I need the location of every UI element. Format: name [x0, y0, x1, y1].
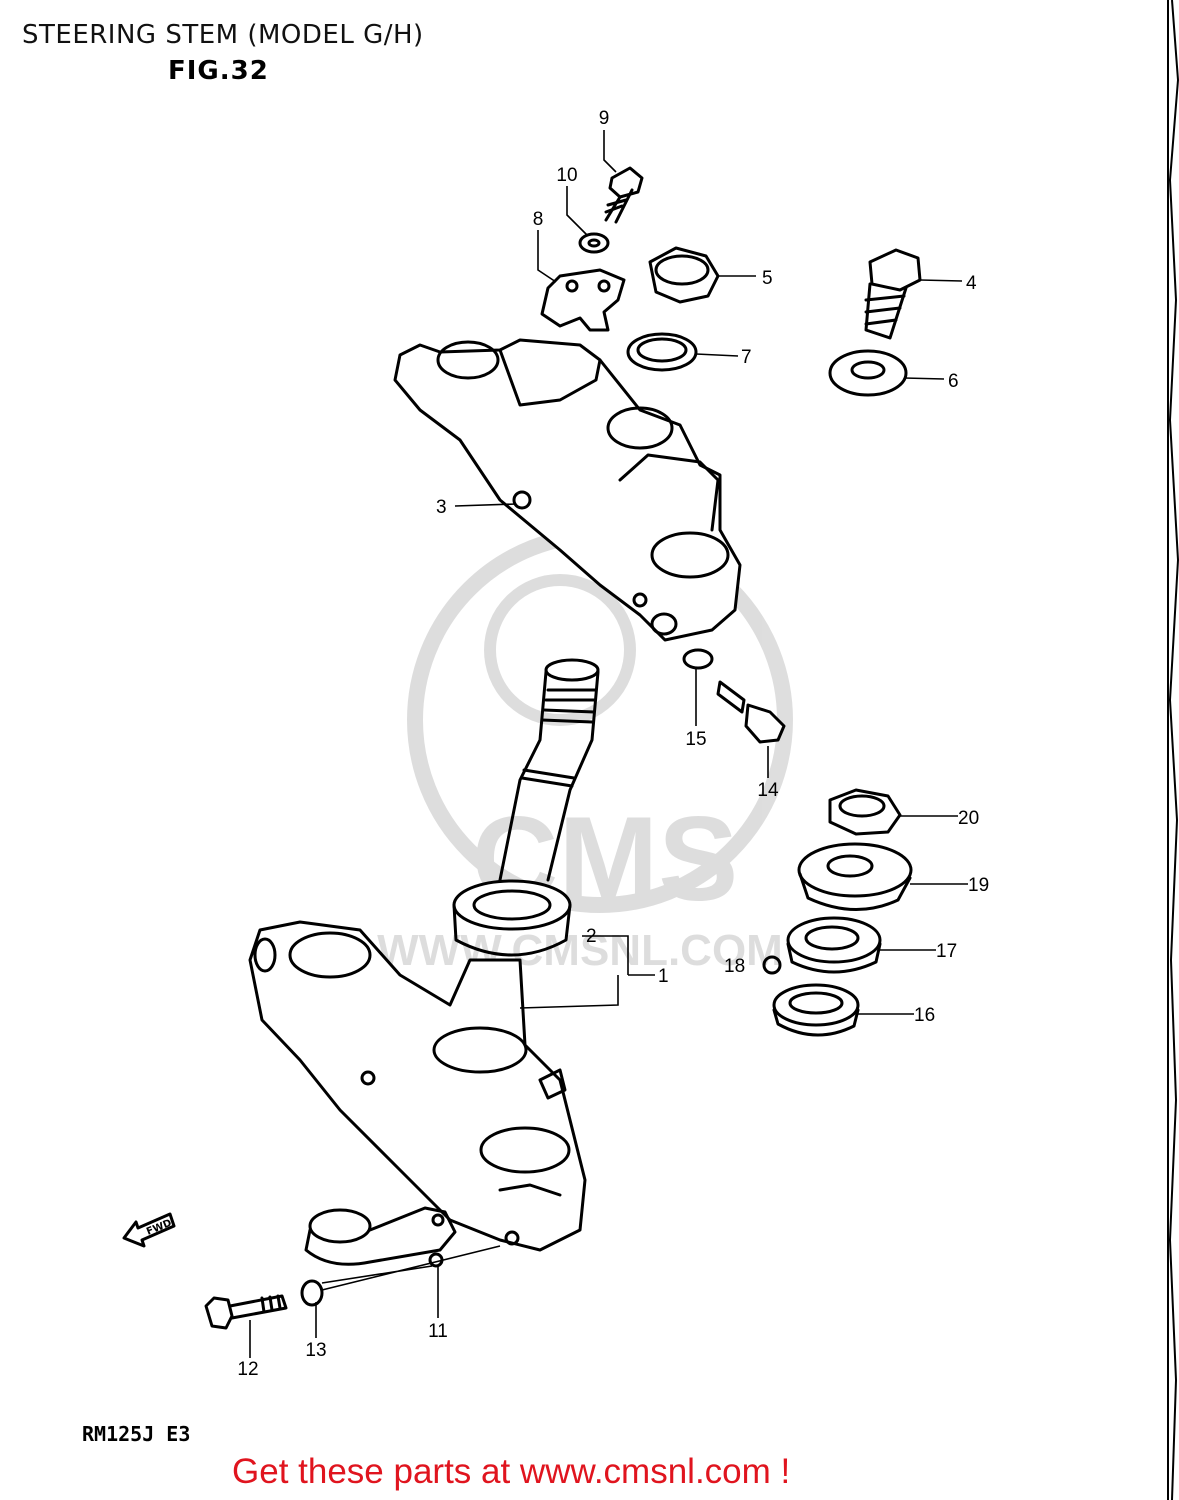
part-4-bolt	[864, 248, 922, 340]
callout-17: 17	[936, 941, 957, 962]
diagram-title: STEERING STEM (MODEL G/H)	[22, 20, 424, 50]
part-6-washer	[828, 349, 908, 397]
model-code: RM125J E3	[82, 1422, 191, 1446]
part-16-seal	[772, 983, 860, 1037]
callout-18: 18	[724, 956, 745, 977]
callout-9: 9	[599, 108, 610, 129]
part-17-bearing	[786, 916, 882, 974]
callout-15: 15	[685, 729, 706, 750]
callout-6: 6	[948, 371, 959, 392]
callout-1: 1	[658, 966, 669, 987]
part-19-dust-cover	[797, 842, 913, 911]
part-12-bolt	[204, 1294, 288, 1330]
part-10-washer	[578, 232, 610, 254]
callout-11: 11	[428, 1321, 448, 1342]
callout-4: 4	[966, 273, 977, 294]
callout-19: 19	[968, 875, 989, 896]
leader-lines	[249, 130, 968, 1358]
part-7-washer	[626, 332, 698, 372]
part-9-bolt	[604, 166, 644, 224]
part-14-bolt	[716, 680, 786, 744]
callout-13: 13	[305, 1340, 326, 1361]
part-11-bracket	[304, 1206, 457, 1268]
part-15-washer	[682, 648, 714, 670]
part-2-bearing	[452, 879, 572, 957]
callout-12: 12	[237, 1359, 258, 1380]
callout-14: 14	[757, 780, 779, 801]
fwd-arrow-icon	[122, 1212, 176, 1248]
callout-10: 10	[556, 165, 577, 186]
part-1-lower-bracket	[248, 920, 587, 1252]
part-18-ball	[762, 955, 782, 975]
part-3-upper-bracket	[393, 338, 742, 642]
scan-edge-border	[1167, 0, 1179, 1500]
callout-16: 16	[914, 1005, 935, 1026]
fwd-label: FWD	[145, 1218, 173, 1238]
part-13-washer	[300, 1279, 324, 1307]
callout-7: 7	[741, 347, 752, 368]
figure-number: FIG.32	[168, 56, 269, 86]
callout-3: 3	[436, 497, 447, 518]
part-1-steering-stem	[498, 658, 600, 882]
callout-20: 20	[958, 808, 979, 829]
part-20-nut	[828, 788, 902, 836]
part-8-clamp	[540, 268, 626, 332]
part-5-nut	[648, 246, 720, 304]
watermark-url: WWW.CMSNL.COM	[377, 926, 783, 975]
promo-link-text[interactable]: Get these parts at www.cmsnl.com !	[232, 1452, 791, 1491]
callout-5: 5	[762, 268, 773, 289]
cms-watermark: CMS WWW.CMSNL.COM	[377, 527, 793, 975]
callout-2: 2	[586, 926, 597, 947]
callout-8: 8	[533, 209, 544, 230]
